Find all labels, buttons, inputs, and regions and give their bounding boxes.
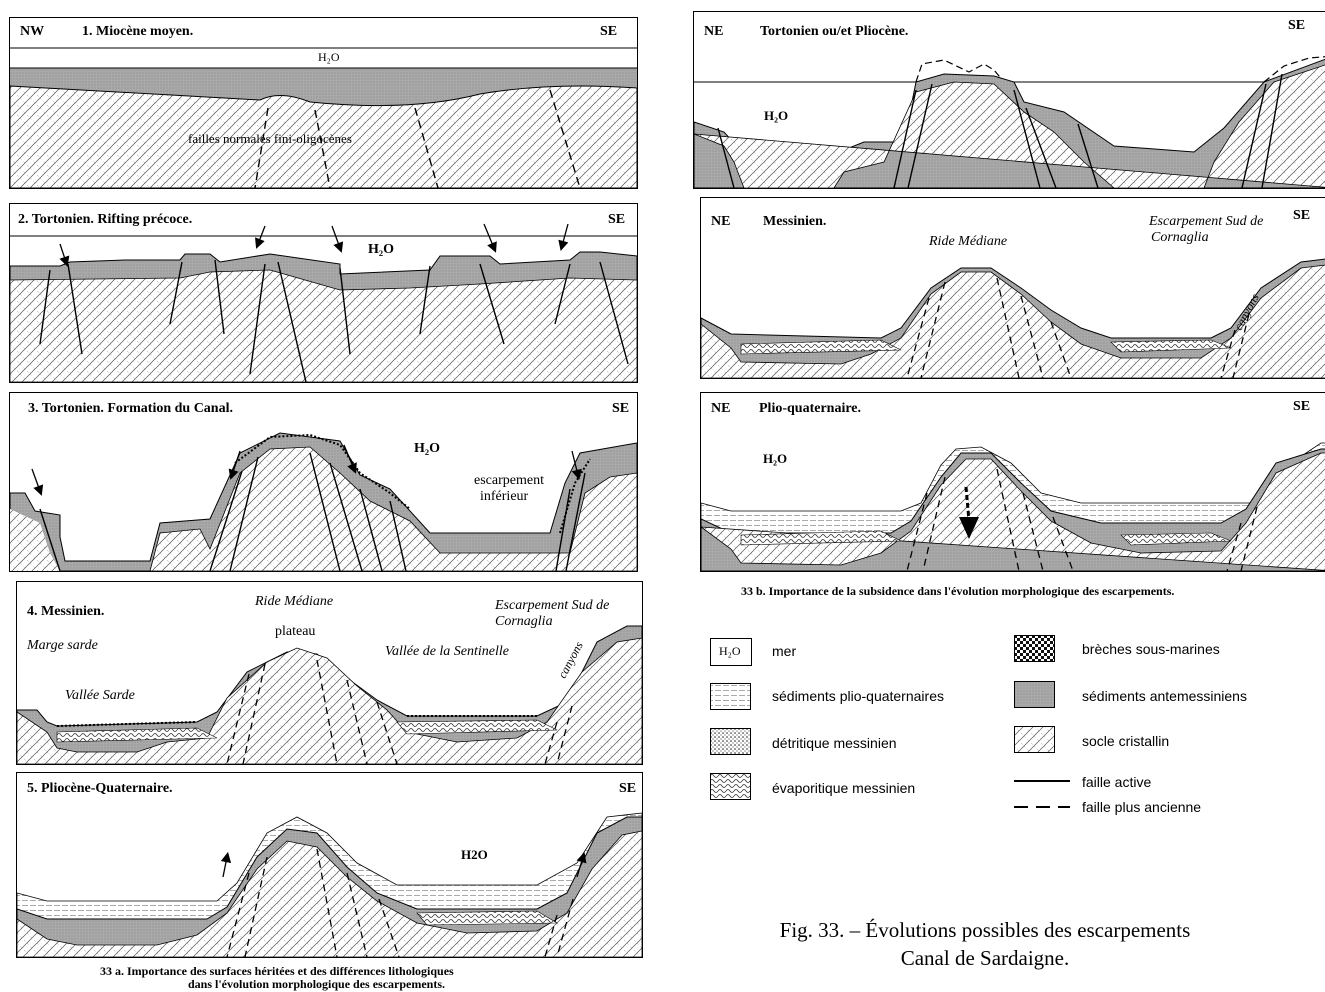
cross-section-5 [17,812,642,957]
cross-section-b2 [701,258,1325,378]
legend-swatch-mer: H₂O [710,638,752,666]
cross-section-2 [10,223,637,382]
left-tag: NE [711,214,731,229]
panel-3-formation-canal: 3. Tortonien. Formation du Canal. SE H₂O… [9,392,638,572]
panel-2-tortonien-rifting: 2. Tortonien. Rifting précoce. SE H₂O [9,203,638,383]
legend-swatch-antemessiniens [1014,681,1055,708]
legend-swatch-socle [1014,726,1055,753]
legend-swatch-evaporitique [710,773,751,800]
right-tag: SE [1288,18,1306,33]
vallee-sentinelle-label: Vallée de la Sentinelle [385,644,510,659]
cross-section-3 [10,432,637,571]
panel-title: 1. Miocène moyen. [82,24,194,39]
legend-swatch-breches [1014,635,1055,662]
panel-1-miocene-moyen: NW 1. Miocène moyen. SE H₂O failles norm… [9,17,638,189]
figure-title-line1: Fig. 33. – Évolutions possibles des esca… [779,918,1191,942]
left-tag: NE [711,401,731,416]
cross-section-4 [17,625,642,764]
plateau-label: plateau [275,624,316,639]
panel-title: Messinien. [763,214,827,229]
right-tag: SE [612,401,630,416]
panel-title: 4. Messinien. [27,604,105,619]
right-tag: SE [608,212,626,227]
panel-4-messinien: 4. Messinien. Ride Médiane plateau Escar… [16,581,643,765]
right-tag: SE [1293,399,1311,414]
ride-label: Ride Médiane [255,594,334,609]
water-label: H₂O [764,108,789,123]
water-label: H₂O [318,50,340,64]
legend-label-evaporitique: évaporitique messinien [772,780,916,796]
panel-title: 2. Tortonien. Rifting précoce. [18,212,193,227]
figure-title-line2: Canal de Sardaigne. [900,946,1070,970]
right-tag: SE [1293,208,1311,223]
panel-b2-messinien: NE Messinien. Ride Médiane Escarpement S… [700,197,1325,379]
water-label: H2O [461,847,488,862]
right-tag: SE [619,781,637,796]
water-label: H₂O [414,441,440,456]
water-label: H₂O [763,451,788,466]
escarpment-sud-1: Escarpement Sud de [1149,214,1264,229]
panel-5-pliocene-quaternaire: 5. Pliocène-Quaternaire. SE H2O [16,772,643,958]
panel-b3-plio-quaternaire: NE Plio-quaternaire. SE H₂O [700,392,1325,572]
escarpment-sud-1: Escarpement Sud de [495,598,610,613]
legend-label-faille-active: faille active [1082,774,1152,790]
panel-b1-tortonien-pliocene: NE Tortonien ou/et Pliocène. SE H₂O [693,11,1325,189]
caption-33b: 33 b. Importance de la subsidence dans l… [741,584,1175,598]
panel-title: Tortonien ou/et Pliocène. [760,24,909,39]
faults-label: failles normales fini-oligocènes [188,131,352,146]
cross-section-b1 [694,56,1325,188]
caption-33a-line1: 33 a. Importance des surfaces héritées e… [100,964,454,978]
legend-label-plio: sédiments plio-quaternaires [772,688,944,704]
escarpment-sud-2: Cornaglia [495,614,553,629]
panel-title: 5. Pliocène-Quaternaire. [27,781,173,796]
legend-swatch-faille-ancienne [1014,806,1070,808]
cross-section-1 [10,47,637,188]
ride-label: Ride Médiane [929,234,1008,249]
legend-label-detritique: détritique messinien [772,735,897,751]
legend-label-mer: mer [772,643,797,659]
escarpment-label-1: escarpement [474,473,544,488]
water-label: H₂O [368,242,394,257]
legend-label-faille-ancienne: faille plus ancienne [1082,799,1202,815]
legend-label-socle: socle cristallin [1082,733,1170,749]
legend-water-symbol: H₂O [719,644,741,658]
caption-33a-line2: dans l'évolution morphologique des escar… [188,977,446,991]
cross-section-b3 [701,442,1325,571]
legend-label-antemessiniens: sédiments antemessiniens [1082,688,1247,704]
legend-swatch-plio [710,683,751,710]
left-tag: NW [20,24,45,39]
escarpment-sud-2: Cornaglia [1151,230,1209,245]
vallee-sarde-label: Vallée Sarde [65,688,135,703]
escarpment-label-2: inférieur [480,489,529,504]
marge-label: Marge sarde [27,638,98,653]
legend-swatch-detritique [710,728,751,755]
panel-title: 3. Tortonien. Formation du Canal. [28,401,233,416]
legend-label-breches: brèches sous-marines [1082,641,1220,657]
legend-swatch-faille-active [1014,780,1070,782]
left-tag: NE [704,24,724,39]
panel-title: Plio-quaternaire. [759,401,862,416]
right-tag: SE [600,24,618,39]
